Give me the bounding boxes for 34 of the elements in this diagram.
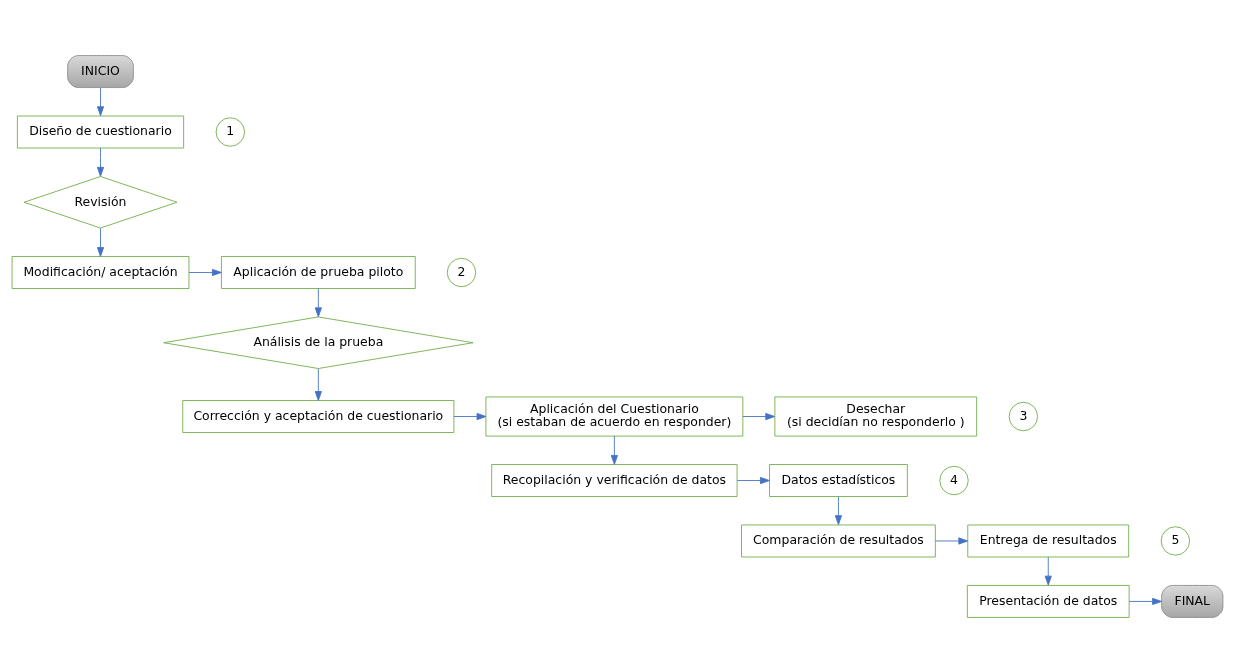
node-box: Aplicación de prueba piloto (220, 255, 416, 289)
arrow (834, 495, 842, 525)
node-box: INICIO (67, 54, 134, 88)
arrow (453, 412, 487, 420)
arrow (935, 536, 969, 545)
arrow (96, 147, 105, 177)
node-box: FINAL (1161, 584, 1224, 618)
node-box: Corrección y aceptación de cuestionario (182, 399, 455, 433)
arrow (188, 268, 222, 276)
node-circle: 5 (1160, 525, 1191, 556)
node-box: Comparación de resultados (741, 524, 936, 557)
node-box: Diseño de cuestionario (16, 115, 185, 148)
node-box: Presentación de datos (966, 584, 1130, 618)
arrow (314, 367, 322, 401)
node-box: Datos estadísticos (769, 463, 908, 497)
node-box: Entrega de resultados (967, 524, 1130, 557)
node-diamond: Revisión (23, 175, 178, 228)
node-diamond: Análisis de la prueba (163, 316, 474, 369)
node-box: Desechar (si decidían no responderlo ) (774, 396, 978, 437)
node-box: Recopilación y verificación de datos (491, 463, 738, 497)
node-circle: 2 (446, 257, 477, 287)
arrow (1128, 597, 1162, 605)
node-circle: 1 (215, 116, 245, 147)
arrow (1044, 556, 1052, 585)
node-box: Aplicación del Cuestionario (si estaban de acuerdo en responder) (485, 396, 744, 437)
arrow (736, 476, 770, 484)
node-circle: 3 (1008, 401, 1039, 431)
arrow (314, 287, 322, 317)
arrow (96, 86, 105, 116)
arrow (610, 435, 618, 465)
arrow (96, 227, 105, 257)
node-box: Modificación/ aceptación (11, 255, 190, 289)
node-circle: 4 (939, 465, 969, 495)
arrow (742, 412, 776, 420)
